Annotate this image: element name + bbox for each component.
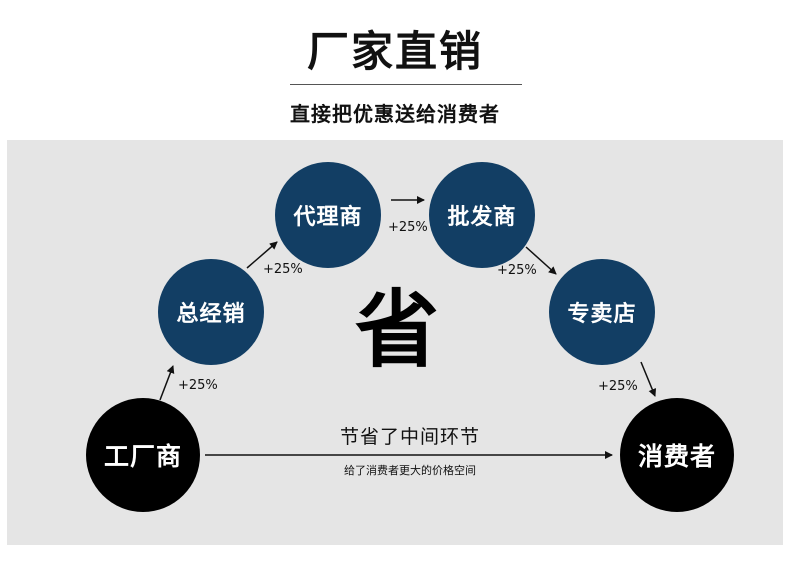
node-agent: 代理商	[275, 162, 381, 268]
savings-caption: 节省了中间环节	[339, 426, 480, 448]
markup-label-1: +25%	[178, 378, 218, 393]
node-store: 专卖店	[549, 259, 655, 365]
markup-label-4: +25%	[497, 263, 537, 278]
markup-label-5: +25%	[598, 379, 638, 394]
node-consumer: 消费者	[620, 398, 734, 512]
savings-subcaption: 给了消费者更大的价格空间	[344, 464, 476, 477]
arrow-factory-to-general	[159, 365, 175, 401]
title-divider	[290, 84, 522, 85]
markup-label-3: +25%	[388, 220, 428, 235]
node-general-distributor: 总经销	[158, 259, 264, 365]
page-title: 厂家直销	[306, 27, 483, 76]
node-wholesaler: 批发商	[429, 162, 535, 268]
arrow-general-to-agent	[246, 241, 278, 269]
arrow-store-to-consumer	[640, 361, 657, 397]
page-subtitle: 直接把优惠送给消费者	[290, 102, 500, 126]
arrow-wholesaler-to-store	[525, 246, 557, 275]
node-factory: 工厂商	[86, 398, 200, 512]
markup-label-2: +25%	[263, 262, 303, 277]
savings-character: 省	[355, 281, 440, 379]
